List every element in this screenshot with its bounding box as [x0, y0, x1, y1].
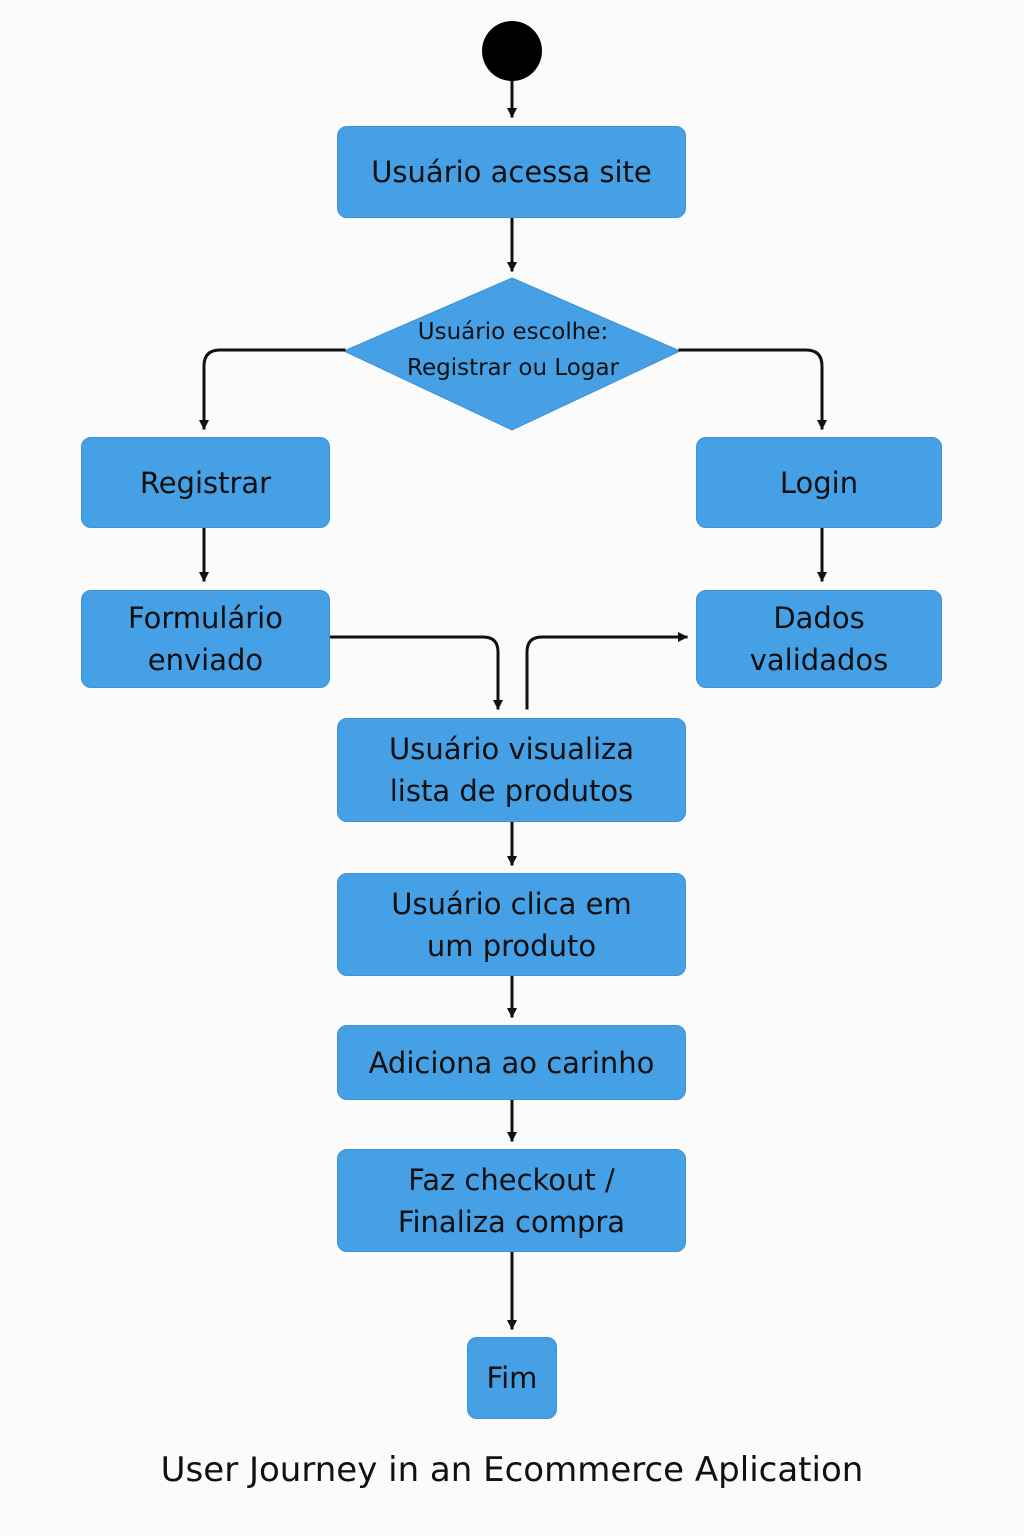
edge-decision-to-registrar — [199, 348, 346, 430]
node-dados-validados: Dados validados — [696, 590, 942, 688]
decision-diamond — [342, 277, 682, 431]
node-adiciona-carrinho: Adiciona ao carinho — [337, 1025, 686, 1100]
diagram-caption: User Journey in an Ecommerce Aplication — [160, 1450, 864, 1490]
node-usuario-clica: Usuário clica em um produto — [337, 873, 686, 976]
node-usuario-acessa-site: Usuário acessa site — [337, 126, 686, 218]
node-registrar: Registrar — [81, 437, 330, 528]
node-usuario-visualiza: Usuário visualiza lista de produtos — [337, 718, 686, 822]
node-checkout: Faz checkout / Finaliza compra — [337, 1149, 686, 1252]
node-login: Login — [696, 437, 942, 528]
edge-visualiza-to-dados — [525, 632, 688, 710]
edge-decision-to-login — [678, 348, 827, 430]
node-formulario-enviado: Formulário enviado — [81, 590, 330, 688]
start-node — [482, 21, 542, 81]
node-fim: Fim — [467, 1337, 557, 1419]
edge-formulario-to-visualiza — [329, 635, 503, 710]
decision-label: Usuário escolhe: Registrar ou Logar — [407, 319, 619, 381]
